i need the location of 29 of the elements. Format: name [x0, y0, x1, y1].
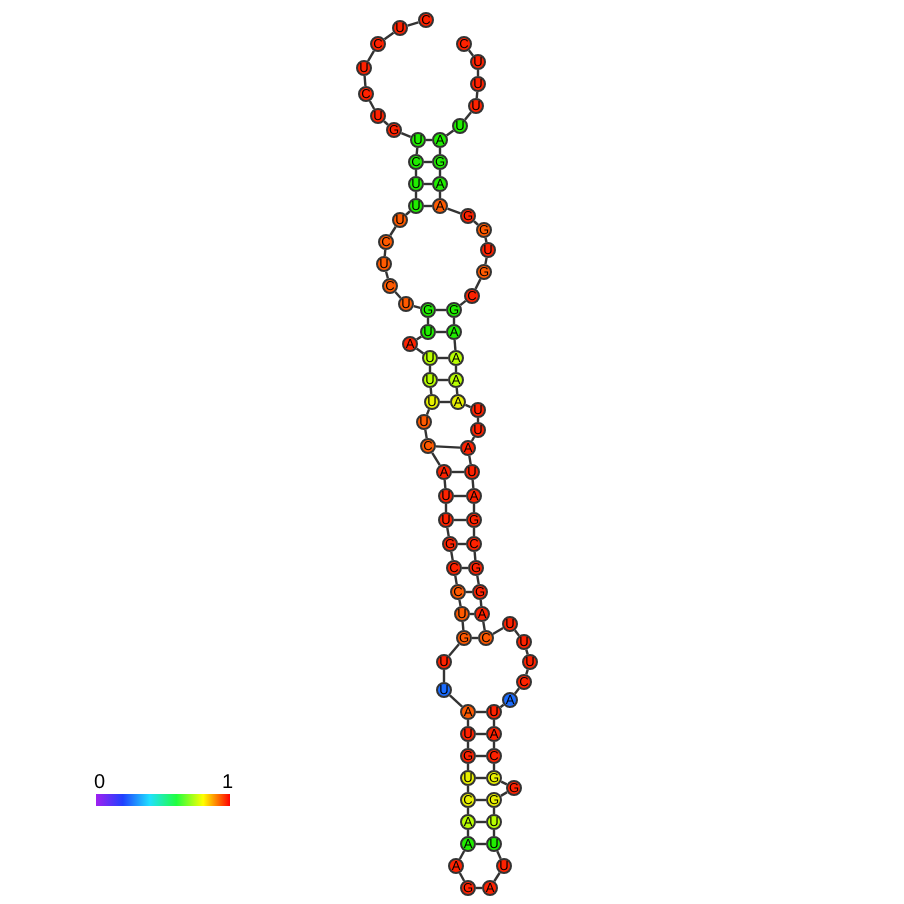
backbone-line: [415, 347, 425, 355]
backbone-line: [453, 339, 457, 351]
backbone-line: [363, 75, 367, 87]
backbone-line: [431, 452, 441, 466]
backbone-line: [454, 575, 458, 585]
backbone-line: [458, 599, 462, 607]
backbone-line: [476, 575, 480, 585]
backbone-line: [500, 780, 508, 786]
backbone-line: [468, 455, 472, 465]
base-pair-line: [435, 445, 461, 449]
backbone-line: [458, 850, 466, 860]
backbone-line: [447, 207, 461, 215]
scale-tick-label: 1: [222, 774, 234, 794]
backbone-line: [450, 551, 454, 561]
backbone-line: [458, 872, 466, 882]
backbone-line: [464, 111, 472, 121]
backbone-line: [484, 257, 488, 265]
backbone-line: [384, 271, 390, 279]
backbone-line: [470, 436, 476, 442]
backbone-line: [496, 850, 502, 860]
backbone-line: [413, 304, 421, 310]
backbone-line: [474, 278, 482, 290]
backbone-line: [446, 527, 450, 537]
backbone-line: [368, 100, 376, 110]
backbone-line: [400, 131, 412, 139]
backbone-line: [424, 429, 428, 439]
scale-tick-label: 0: [94, 774, 106, 794]
backbone-line: [484, 237, 488, 243]
backbone-line: [482, 621, 486, 631]
